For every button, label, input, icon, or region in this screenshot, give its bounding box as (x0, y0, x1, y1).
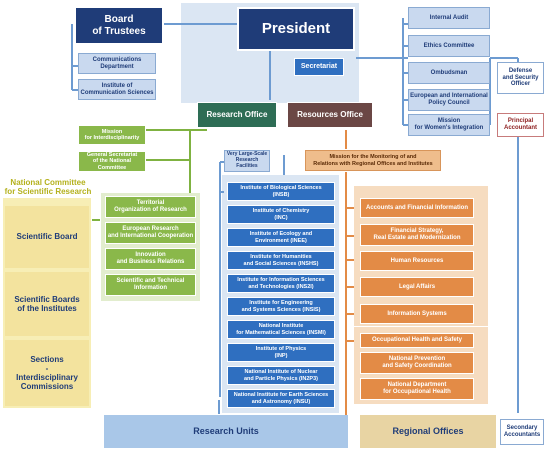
institute-label: Institute of Chemistry (INC) (252, 208, 310, 221)
mission-monitoring-label: Mission for the Monitoring of and Relati… (313, 154, 433, 167)
research-office-box[interactable]: Research Office (197, 102, 277, 128)
sections-commissions-box[interactable]: Sections - Interdisciplinary Commissions (5, 340, 89, 406)
institute-box[interactable]: Institute for Humanities and Social Scie… (227, 251, 335, 270)
mission-monitoring-box[interactable]: Mission for the Monitoring of and Relati… (305, 150, 441, 171)
occupational-health-box[interactable]: Occupational Health and Safety (360, 333, 474, 348)
innovation-label: Innovation and Business Relations (116, 252, 185, 265)
resource-label: Information Systems (387, 310, 447, 317)
european-research-label: European Research and International Coop… (107, 226, 194, 239)
sections-commissions-label: Sections - Interdisciplinary Commissions (16, 354, 78, 392)
institute-box[interactable]: National Institute of Nuclear and Partic… (227, 366, 335, 385)
information-systems-box[interactable]: Information Systems (360, 304, 474, 324)
prevention-coordination-box[interactable]: National Prevention and Safety Coordinat… (360, 352, 474, 374)
policy-council-box[interactable]: European and International Policy Counci… (408, 89, 490, 111)
research-units-bar[interactable]: Research Units (104, 415, 348, 448)
secondary-accountants-label: Secondary Accountants (503, 425, 541, 438)
institute-communication-box[interactable]: Institute of Communication Sciences (78, 79, 156, 100)
ombudsman-box[interactable]: Ombudsman (408, 62, 490, 84)
accounts-financial-box[interactable]: Accounts and Financial Information (360, 198, 474, 218)
secretariat-label: Secretariat (300, 62, 338, 70)
defense-security-box[interactable]: Defense and Security Officer (497, 62, 544, 94)
scientific-board-label: Scientific Board (16, 232, 78, 242)
principal-accountant-label: Principal Accountant (504, 118, 537, 131)
facilities-box[interactable]: Very Large-Scale Research Facilities (224, 150, 270, 172)
scientific-boards-institutes-box[interactable]: Scientific Boards of the Institutes (5, 272, 89, 336)
institute-label: Institute of Biological Sciences (INSB) (240, 185, 322, 198)
resource-label: Financial Strategy, Real Estate and Mode… (373, 228, 461, 241)
committee-title: National Committee for Scientific Resear… (0, 176, 96, 198)
health-label: Occupational Health and Safety (371, 337, 463, 344)
research-office-label: Research Office (206, 110, 268, 120)
internal-audit-label: Internal Audit (429, 14, 469, 21)
institute-box[interactable]: Institute for Information Sciences and T… (227, 274, 335, 293)
communications-box[interactable]: Communications Department (78, 53, 156, 74)
scientific-boards-institutes-label: Scientific Boards of the Institutes (14, 294, 80, 313)
womens-integration-box[interactable]: Mission for Women's Integration (408, 114, 490, 136)
president-box[interactable]: President (237, 7, 355, 51)
legal-affairs-box[interactable]: Legal Affairs (360, 277, 474, 297)
general-secretariat-label: General Secretariat of the National Comm… (86, 152, 138, 171)
human-resources-box[interactable]: Human Resources (360, 251, 474, 271)
institute-label: Institute for Humanities and Social Scie… (243, 254, 319, 267)
institute-box[interactable]: Institute of Physics (INP) (227, 343, 335, 362)
resources-office-box[interactable]: Resources Office (287, 102, 373, 128)
institute-box[interactable]: Institute of Ecology and Environment (IN… (227, 228, 335, 247)
research-units-label: Research Units (193, 426, 259, 437)
scientific-information-box[interactable]: Scientific and Technical Information (105, 274, 196, 296)
facilities-label: Very Large-Scale Research Facilities (226, 151, 268, 169)
territorial-organization-box[interactable]: Territorial Organization of Research (105, 196, 196, 218)
ethics-committee-box[interactable]: Ethics Committee (408, 35, 490, 57)
institute-label: National Institute of Nuclear and Partic… (244, 369, 318, 382)
womens-integration-label: Mission for Women's Integration (414, 118, 484, 131)
president-label: President (261, 20, 331, 38)
health-label: National Department for Occupational Hea… (383, 382, 451, 395)
institute-box[interactable]: National Institute for Mathematical Scie… (227, 320, 335, 339)
european-research-box[interactable]: European Research and International Coop… (105, 222, 196, 244)
innovation-box[interactable]: Innovation and Business Relations (105, 248, 196, 270)
health-label: National Prevention and Safety Coordinat… (382, 356, 452, 369)
institute-label: National Institute for Earth Sciences an… (233, 392, 329, 405)
secretariat-box[interactable]: Secretariat (294, 58, 344, 76)
institute-label: Institute for Information Sciences and T… (237, 277, 325, 290)
board-of-trustees-box[interactable]: Board of Trustees (75, 7, 163, 44)
resource-label: Legal Affairs (398, 283, 436, 290)
scientific-information-label: Scientific and Technical Information (116, 278, 185, 291)
scientific-board-box[interactable]: Scientific Board (5, 206, 89, 268)
defense-security-label: Defense and Security Officer (502, 67, 539, 88)
mission-interdisciplinarity-label: Mission for Interdisciplinarity (84, 128, 140, 141)
institute-label: Institute of Ecology and Environment (IN… (249, 231, 313, 244)
policy-council-label: European and International Policy Counci… (410, 93, 488, 106)
financial-strategy-box[interactable]: Financial Strategy, Real Estate and Mode… (360, 224, 474, 246)
institute-label: National Institute for Mathematical Scie… (236, 323, 326, 336)
institute-communication-label: Institute of Communication Sciences (80, 82, 154, 96)
occupational-department-box[interactable]: National Department for Occupational Hea… (360, 378, 474, 400)
territorial-organization-label: Territorial Organization of Research (114, 200, 187, 213)
institute-box[interactable]: Institute for Engineering and Systems Sc… (227, 297, 335, 316)
resource-label: Accounts and Financial Information (365, 204, 468, 211)
resource-label: Human Resources (390, 257, 444, 264)
general-secretariat-box[interactable]: General Secretariat of the National Comm… (78, 151, 146, 172)
regional-offices-label: Regional Offices (392, 426, 464, 437)
principal-accountant-box[interactable]: Principal Accountant (497, 113, 544, 137)
committee-title-label: National Committee for Scientific Resear… (4, 177, 92, 196)
communications-label: Communications Department (92, 56, 142, 70)
mission-interdisciplinarity-box[interactable]: Mission for Interdisciplinarity (78, 125, 146, 145)
resources-office-label: Resources Office (297, 110, 363, 120)
institute-label: Institute of Physics (INP) (255, 346, 307, 359)
board-label: Board of Trustees (92, 14, 146, 37)
secondary-accountants-box[interactable]: Secondary Accountants (500, 419, 544, 445)
institute-box[interactable]: National Institute for Earth Sciences an… (227, 389, 335, 408)
regional-offices-bar[interactable]: Regional Offices (360, 415, 496, 448)
internal-audit-box[interactable]: Internal Audit (408, 7, 490, 29)
institute-box[interactable]: Institute of Biological Sciences (INSB) (227, 182, 335, 201)
ombudsman-label: Ombudsman (430, 69, 468, 76)
ethics-committee-label: Ethics Committee (423, 42, 475, 49)
institute-label: Institute for Engineering and Systems Sc… (241, 300, 321, 313)
institute-box[interactable]: Institute of Chemistry (INC) (227, 205, 335, 224)
